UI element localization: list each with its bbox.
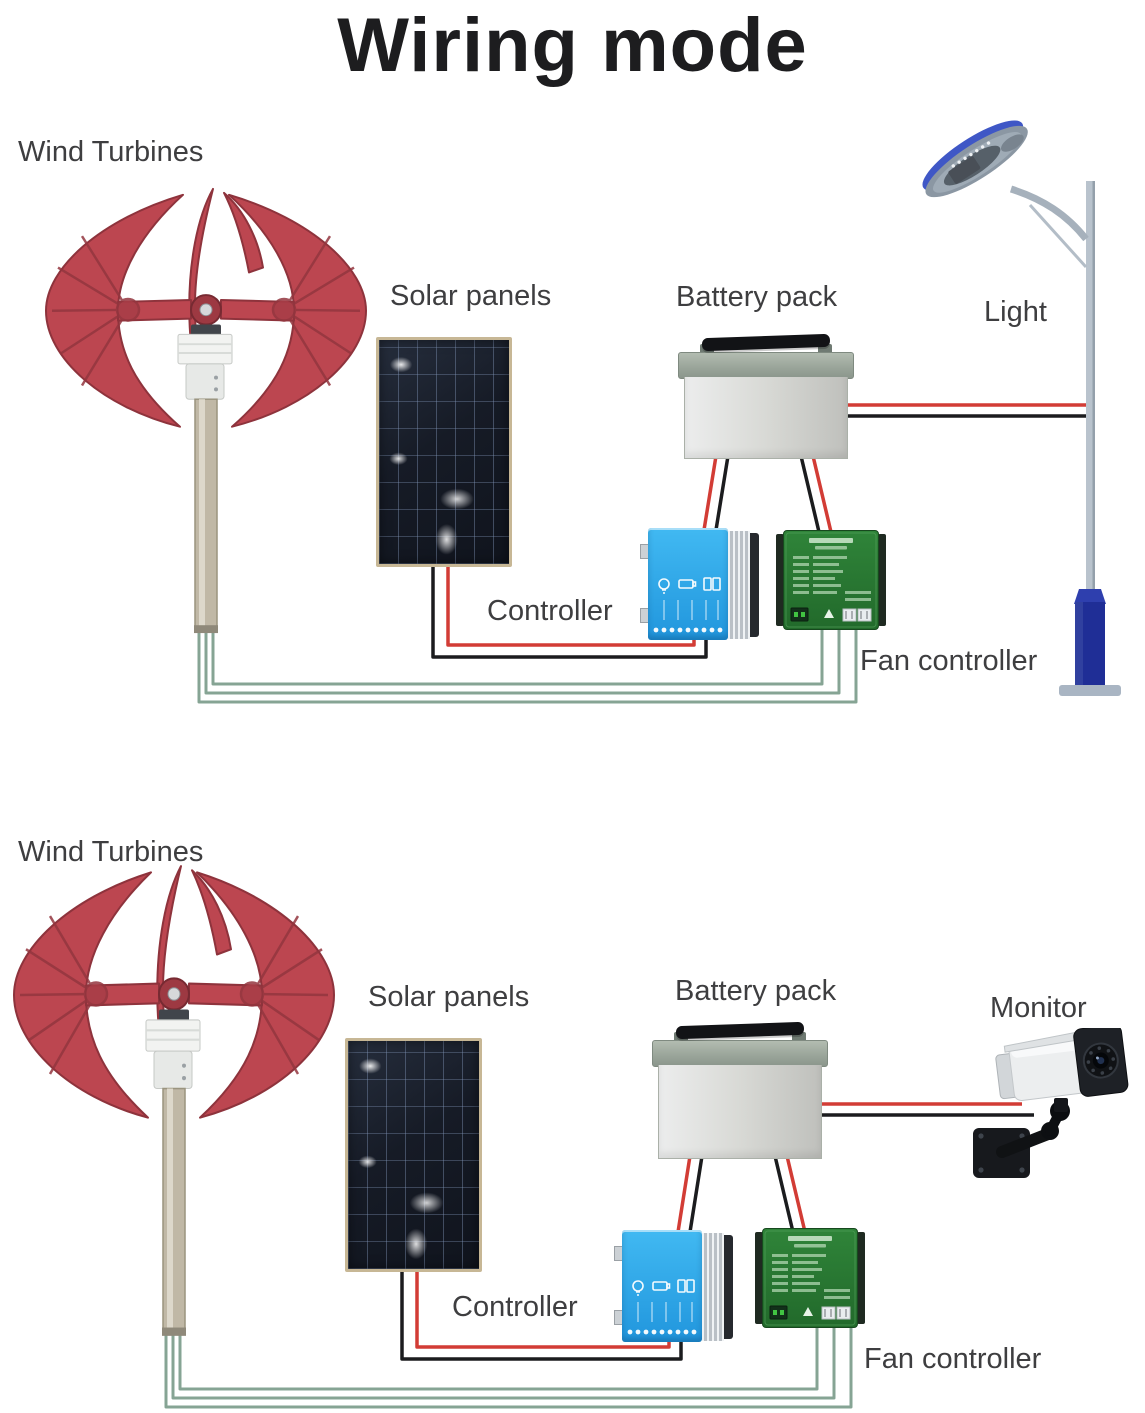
light-pole (1086, 181, 1095, 595)
controller-icons (653, 577, 723, 633)
lamp-brace (1028, 203, 1088, 269)
battery-pack-graphic (684, 377, 848, 459)
wire-turbine2-phase-1 (164, 1328, 853, 1409)
controller-graphic (614, 1230, 734, 1344)
label-fan-controller: Fan controller (860, 645, 1038, 677)
wind-turbine-graphic (12, 864, 336, 1338)
label-light: Light (984, 296, 1047, 328)
controller-icons (627, 1279, 697, 1335)
fan-controller-graphic (755, 1228, 865, 1328)
controller-edge (750, 533, 759, 637)
wire-red-battery2-to-fan-controller (785, 1155, 807, 1233)
digital-display-icon (677, 1279, 686, 1293)
terminal-block (821, 1306, 836, 1320)
cctv-camera-graphic (973, 1028, 1129, 1178)
fan-controller-display (790, 607, 809, 622)
digital-display-icon (703, 577, 712, 591)
controller-graphic (640, 528, 760, 642)
pole-base-plate (1059, 685, 1121, 696)
solar-panel-graphic (345, 1038, 482, 1272)
wire-black-battery-to-fan-controller (799, 455, 821, 533)
wire-red-battery-to-fan-controller (811, 455, 833, 533)
fan-controller-display (769, 1305, 788, 1320)
fan-controller-board (764, 1230, 856, 1326)
battery-icon (652, 1281, 668, 1291)
page-title: Wiring mode (337, 3, 808, 88)
wire-red-battery2-to-controller (676, 1155, 692, 1233)
label-monitor: Monitor (990, 992, 1087, 1024)
terminal-block (857, 608, 872, 622)
wind-turbine-graphic (44, 187, 368, 635)
fan-controller-flange (878, 534, 886, 626)
battery-lid-graphic (652, 1040, 828, 1067)
wire-turbine-phase-3 (211, 626, 824, 686)
fan-icon (824, 609, 834, 618)
controller-face (622, 1230, 702, 1342)
label-solar-panels: Solar panels (368, 981, 530, 1013)
battery-terminal-post (792, 1032, 806, 1043)
lamp-head (922, 120, 1028, 198)
battery-icon (678, 579, 694, 589)
controller-edge (724, 1235, 733, 1339)
label-battery-pack: Battery pack (675, 975, 837, 1007)
label-controller: Controller (452, 1291, 578, 1323)
fan-controller-graphic (776, 530, 886, 630)
wire-black-battery2-to-controller (688, 1155, 704, 1233)
wire-black-solar2-to-controller (400, 1268, 683, 1361)
terminal-block (842, 608, 857, 622)
battery-pack-graphic (658, 1065, 822, 1159)
wire-turbine2-phase-2 (171, 1328, 836, 1400)
fan-controller-board (785, 532, 877, 628)
wire-red-battery-to-controller (702, 455, 718, 531)
wire-black-battery2-to-fan-controller (773, 1155, 795, 1233)
wire-black-battery-to-controller (714, 455, 730, 531)
label-wind-turbines: Wind Turbines (18, 136, 204, 168)
fan-controller-flange (857, 1232, 865, 1324)
label-fan-controller: Fan controller (864, 1343, 1042, 1375)
lamp-arm (1009, 185, 1089, 242)
battery-lid-graphic (678, 352, 854, 379)
camera-body (995, 1028, 1129, 1102)
fan-controller-flange (776, 534, 784, 626)
fan-icon (803, 1307, 813, 1316)
street-light-graphic (922, 120, 1121, 696)
wire-black-solar-to-controller (431, 562, 708, 659)
controller-heatsink (728, 531, 750, 639)
solar-panel-graphic (376, 337, 512, 567)
label-wind-turbines: Wind Turbines (18, 836, 204, 868)
controller-heatsink (702, 1233, 724, 1341)
wire-turbine-phase-1 (197, 626, 858, 704)
battery-terminal-post (818, 344, 832, 355)
label-solar-panels: Solar panels (390, 280, 552, 312)
camera-bracket-arm (996, 1128, 1054, 1158)
label-controller: Controller (487, 595, 613, 627)
label-battery-pack: Battery pack (676, 281, 838, 313)
terminal-block (836, 1306, 851, 1320)
fan-controller-flange (755, 1232, 763, 1324)
bulb-icon (632, 1280, 644, 1292)
bulb-icon (658, 578, 670, 590)
pole-base-cone (1074, 589, 1106, 604)
wire-turbine-phase-2 (204, 626, 841, 695)
wire-turbine2-phase-3 (178, 1328, 819, 1391)
controller-face (648, 528, 728, 640)
